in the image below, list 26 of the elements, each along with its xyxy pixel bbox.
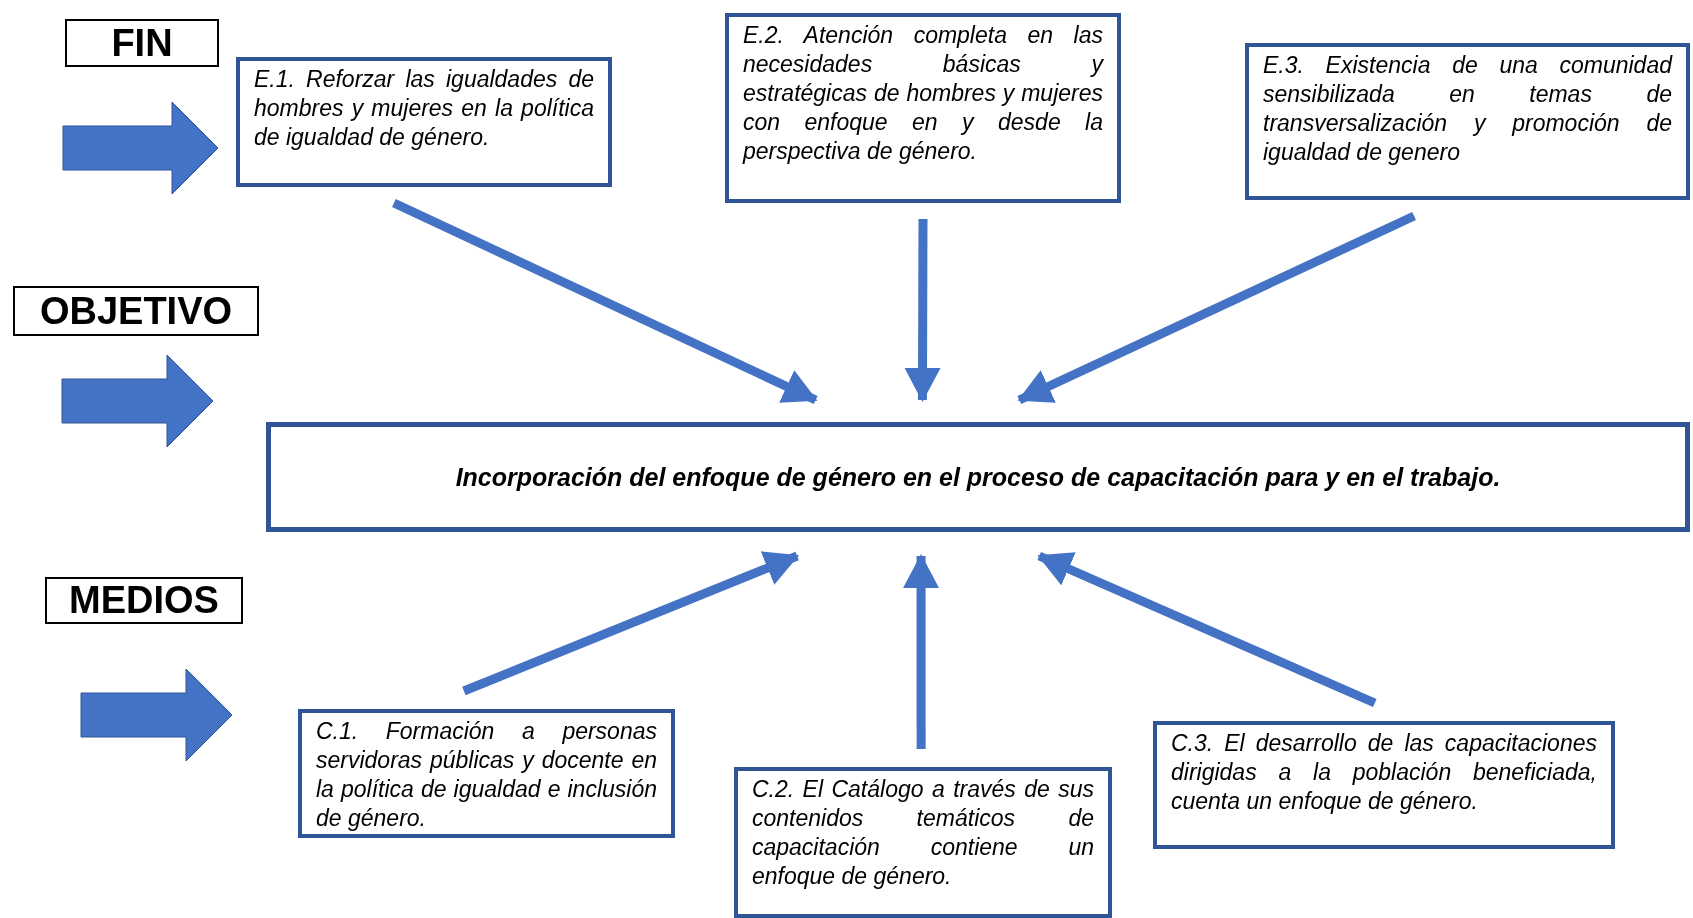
arrow	[904, 219, 941, 402]
arrow	[1037, 551, 1377, 708]
box-text: E.1. Reforzar las igualdades de hombres y mujeres en la política de igualdad de género.	[254, 65, 594, 152]
goal-box	[236, 57, 612, 187]
box-text: MEDIOS	[69, 579, 219, 622]
goal-box	[1245, 43, 1690, 200]
box-text: E.3. Existencia de una comunidad sensibilizada en temas de transversalización y promoción de igualdad de genero	[1263, 51, 1672, 167]
box-text: Incorporación del enfoque de género en el proceso de capacitación para y en el trabajo.	[455, 462, 1501, 492]
box-text: C.3. El desarrollo de las capacitaciones dirigidas a la población beneficiada, cuenta un enfoque de género.	[1171, 729, 1597, 816]
arrow	[462, 551, 799, 696]
objective-box	[266, 422, 1690, 532]
box-text: C.2. El Catálogo a través de sus contenidos temáticos de capacitación contiene un enfoque de género.	[752, 775, 1094, 891]
section-label	[45, 577, 243, 624]
means-box	[1153, 721, 1615, 849]
box-text: FIN	[111, 21, 173, 65]
section-label	[65, 19, 219, 67]
section-label	[13, 286, 259, 336]
means-box	[734, 767, 1112, 918]
box-text: OBJETIVO	[39, 289, 233, 333]
means-box	[298, 709, 675, 838]
arrow	[392, 198, 818, 405]
goal-box	[725, 13, 1121, 203]
arrow	[1017, 211, 1416, 405]
box-text: E.2. Atención completa en las necesidades básicas y estratégicas de hombres y mujeres con enfoque en y desde la perspectiva de género.	[743, 21, 1103, 166]
arrow	[903, 554, 940, 749]
box-text: C.1. Formación a personas servidoras públicas y docente en la política de igualdad e inclusión de género.	[316, 717, 657, 833]
